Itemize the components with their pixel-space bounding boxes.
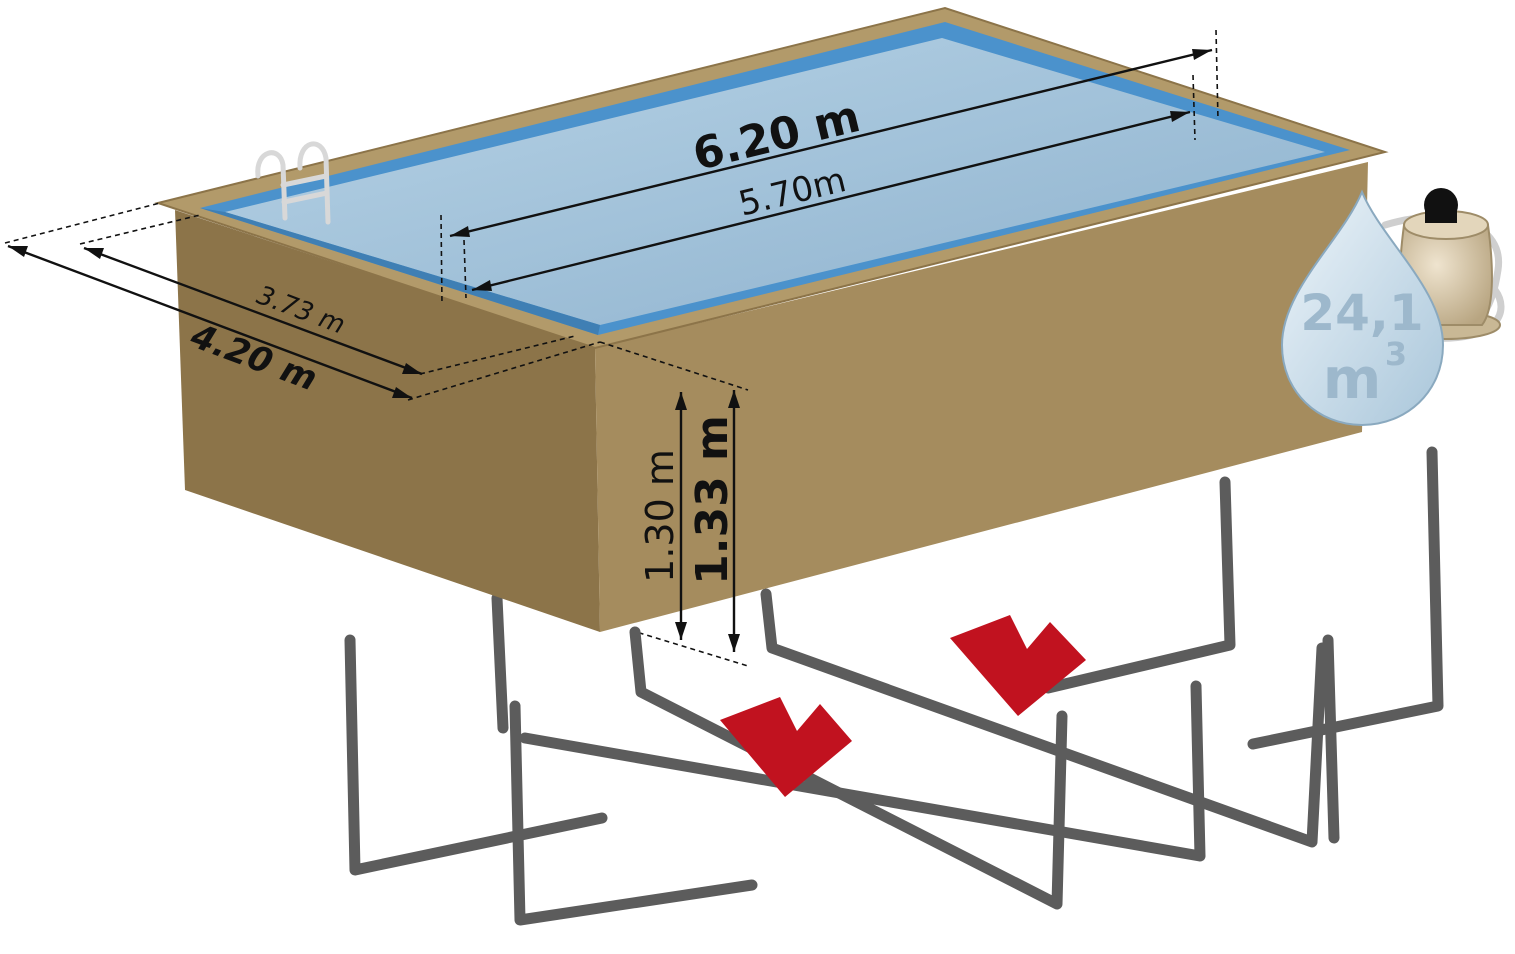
water-volume-drop: 24,1 m 3 bbox=[1280, 189, 1445, 427]
dimension-lines bbox=[4, 29, 1219, 667]
pool-water bbox=[225, 38, 1325, 325]
installation-arrow-icon bbox=[720, 697, 852, 797]
volume-value: 24,1 bbox=[1300, 284, 1423, 342]
inner-height-label: 1.30 m bbox=[638, 449, 682, 583]
outer-length-line bbox=[449, 48, 1213, 238]
pool-front-face bbox=[175, 210, 600, 632]
pool-side-face bbox=[595, 162, 1368, 632]
pool-ladder bbox=[255, 141, 331, 225]
steel-frame-front bbox=[344, 626, 1340, 926]
installation-arrow-icon bbox=[950, 615, 1086, 716]
steel-frame-back bbox=[491, 446, 1444, 848]
outer-width-line bbox=[7, 244, 413, 400]
pool-body bbox=[154, 6, 1389, 632]
volume-exponent: 3 bbox=[1385, 335, 1407, 373]
outer-height-label: 1.33 m bbox=[687, 415, 738, 585]
inner-width-line bbox=[83, 246, 423, 376]
inner-length-line bbox=[471, 110, 1191, 292]
volume-unit: m bbox=[1323, 347, 1381, 412]
pool-inner-wall bbox=[200, 208, 600, 335]
